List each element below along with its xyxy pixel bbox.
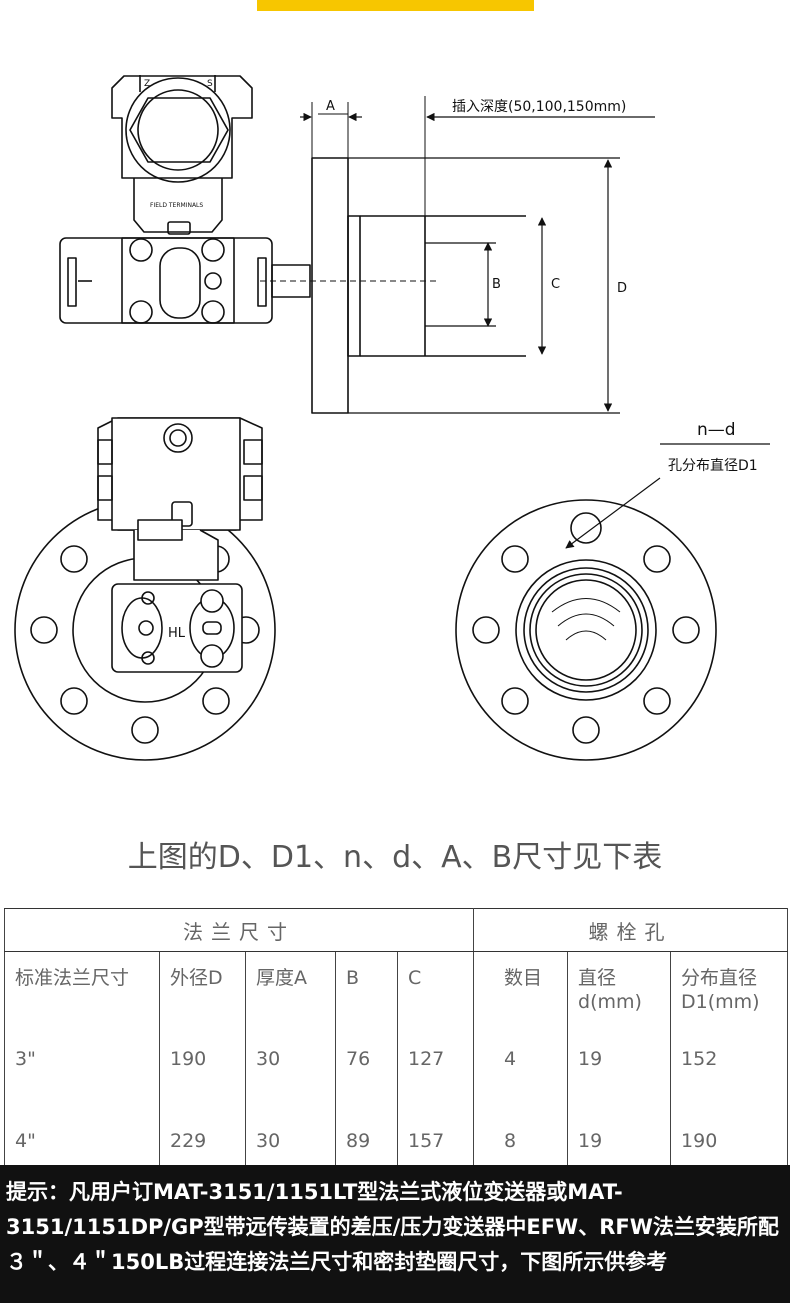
technical-drawing: A 插入深度(50,100,150mm) B C D n—d 孔分布直径D1 H…: [14, 75, 770, 761]
table-row: 3" 190 30 76 127 4 19 152: [4, 1036, 789, 1110]
header-cell: C: [396, 951, 475, 1036]
table-cell: 190: [159, 1036, 246, 1110]
header-cell: B: [335, 951, 398, 1036]
header-cell: 厚度A: [245, 951, 336, 1036]
header-cell: 直径 d(mm): [567, 951, 672, 1036]
header-cell: 标准法兰尺寸: [4, 951, 160, 1036]
table-cell: 127: [396, 1036, 475, 1110]
header-row: 标准法兰尺寸 外径D 厚度A B C 数目 直径 d(mm) 分布直径 D1(m…: [4, 951, 789, 1036]
label-insert-depth: 插入深度(50,100,150mm): [452, 99, 626, 115]
header-cell: 分布直径 D1(mm): [670, 951, 789, 1036]
group-bolt-holes: 螺栓孔: [473, 908, 789, 952]
top-accent-bar: [257, 0, 534, 11]
table-cell: 30: [245, 1036, 336, 1110]
table-cell: 152: [670, 1036, 789, 1110]
label-z: Z: [144, 79, 150, 89]
label-a: A: [326, 99, 335, 114]
header-cell: 外径D: [159, 951, 246, 1036]
table-cell: 19: [567, 1036, 672, 1110]
header-cell: 数目: [473, 951, 569, 1036]
table-cell: 76: [335, 1036, 398, 1110]
transmitter-side-view: [59, 75, 440, 324]
label-b: B: [492, 277, 501, 292]
table-cell: 4: [473, 1036, 569, 1110]
label-hl: HL: [168, 626, 186, 641]
label-hole-circle: 孔分布直径D1: [668, 457, 758, 474]
label-d: D: [617, 281, 627, 296]
flange-section: [300, 96, 655, 414]
flange-face-view: [455, 443, 770, 761]
label-c: C: [551, 277, 560, 292]
transmitter-front-view: [14, 417, 276, 761]
label-nd: n—d: [697, 420, 736, 440]
note-panel: 提示：凡用户订MAT-3151/1151LT型法兰式液位变送器或MAT-3151…: [0, 1165, 790, 1303]
table-caption: 上图的D、D1、n、d、A、B尺寸见下表: [127, 840, 663, 875]
label-field-terminals: FIELD TERMINALS: [150, 202, 203, 209]
dimension-table: 法兰尺寸 螺栓孔 标准法兰尺寸 外径D 厚度A B C 数目 直径 d(mm) …: [3, 908, 789, 1183]
label-s: S: [207, 79, 213, 89]
group-flange-size: 法兰尺寸: [3, 908, 475, 952]
table-cell: 3": [4, 1036, 160, 1110]
